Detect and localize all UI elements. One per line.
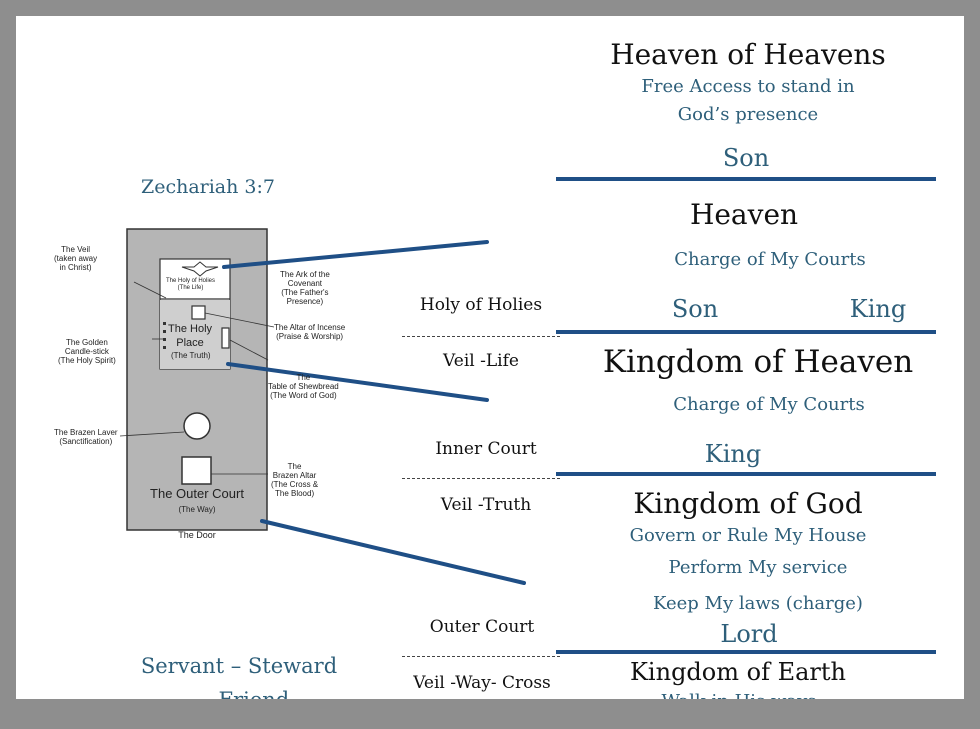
realm-heaven-of-heavens-title: Heaven of Heavens (610, 38, 886, 71)
label-outer-court-way: (The Way) (178, 505, 216, 514)
temple-diagram (119, 228, 526, 585)
label-brazen-laver: The Brazen Laver (Sanctification) (54, 428, 118, 446)
ark-icon (181, 261, 219, 277)
realm-kingdom-of-heaven-line-1: Charge of My Courts (673, 394, 865, 415)
court-outer: Outer Court (429, 617, 535, 637)
realm-kingdom-of-god-line-2: Perform My service (668, 557, 848, 578)
realm-heaven-role-king: King (849, 295, 907, 323)
label-candlestick: The Golden Candle-stick (The Holy Spirit… (58, 338, 116, 365)
realm-kingdom-of-heaven-title: Kingdom of Heaven (602, 344, 914, 380)
veil-way-cross: Veil -Way- Cross (413, 673, 551, 693)
realm-heaven-of-heavens-line-2: God’s presence (677, 104, 819, 125)
shewbread-table-icon (221, 327, 230, 349)
divider-heaven (556, 330, 936, 334)
label-veil: The Veil (taken away in Christ) (54, 245, 98, 272)
realm-kingdom-of-earth-title: Kingdom of Earth (630, 658, 846, 686)
veil-truth: Veil -Truth (440, 495, 532, 515)
dash-outer-court (402, 656, 560, 657)
altar-of-incense-icon (191, 305, 206, 320)
label-holy-place-truth: (The Truth) (171, 351, 211, 360)
relationship-line-1: Servant – Steward (140, 654, 338, 678)
brazen-altar-icon (181, 456, 212, 485)
label-holy-place: The Holy Place (168, 323, 213, 349)
relationship-line-2: - Friend (205, 688, 290, 699)
slide: Zechariah 3:7 Servant – Steward - Friend… (16, 16, 964, 699)
brazen-laver-icon (183, 412, 211, 440)
dash-holy-of-holies (402, 336, 560, 337)
realm-heaven-of-heavens-role: Son (722, 144, 770, 172)
dash-inner-court (402, 478, 560, 479)
label-door: The Door (178, 530, 216, 540)
realm-heaven-role-son: Son (671, 295, 719, 323)
realm-heaven-of-heavens-line-1: Free Access to stand in (641, 76, 855, 97)
label-altar-of-incense: The Altar of Incense (Praise & Worship) (274, 323, 346, 341)
realm-kingdom-of-god-line-3: Keep My laws (charge) (653, 593, 863, 614)
realm-heaven-line-1: Charge of My Courts (674, 249, 866, 270)
realm-heaven-title: Heaven (689, 198, 799, 231)
scripture-reference: Zechariah 3:7 (141, 176, 275, 198)
realm-kingdom-of-god-role: Lord (720, 620, 778, 648)
court-holy-of-holies: Holy of Holies (419, 295, 543, 315)
divider-heaven-of-heavens (556, 177, 936, 181)
realm-kingdom-of-heaven-role: King (704, 440, 762, 468)
divider-kingdom-of-heaven (556, 472, 936, 476)
court-inner: Inner Court (435, 439, 537, 459)
divider-kingdom-of-god (556, 650, 936, 654)
realm-kingdom-of-god-title: Kingdom of God (633, 487, 863, 520)
label-ark: The Ark of the Covenant (The Father's Pr… (280, 270, 330, 306)
connector-lines (222, 240, 526, 585)
realm-kingdom-of-earth-line-1: Walk in His ways (661, 691, 816, 699)
candlestick-icon (163, 322, 166, 349)
label-outer-court: The Outer Court (150, 486, 244, 501)
realm-kingdom-of-god-line-1: Govern or Rule My House (629, 525, 867, 546)
label-shewbread: The Table of Shewbread (The Word of God) (268, 373, 339, 400)
label-holy-of-holies: The Holy of Holies (The Life) (166, 278, 216, 291)
label-pointers (119, 281, 275, 475)
veil-life: Veil -Life (443, 351, 519, 371)
label-brazen-altar: The Brazen Altar (The Cross & The Blood) (271, 462, 319, 498)
